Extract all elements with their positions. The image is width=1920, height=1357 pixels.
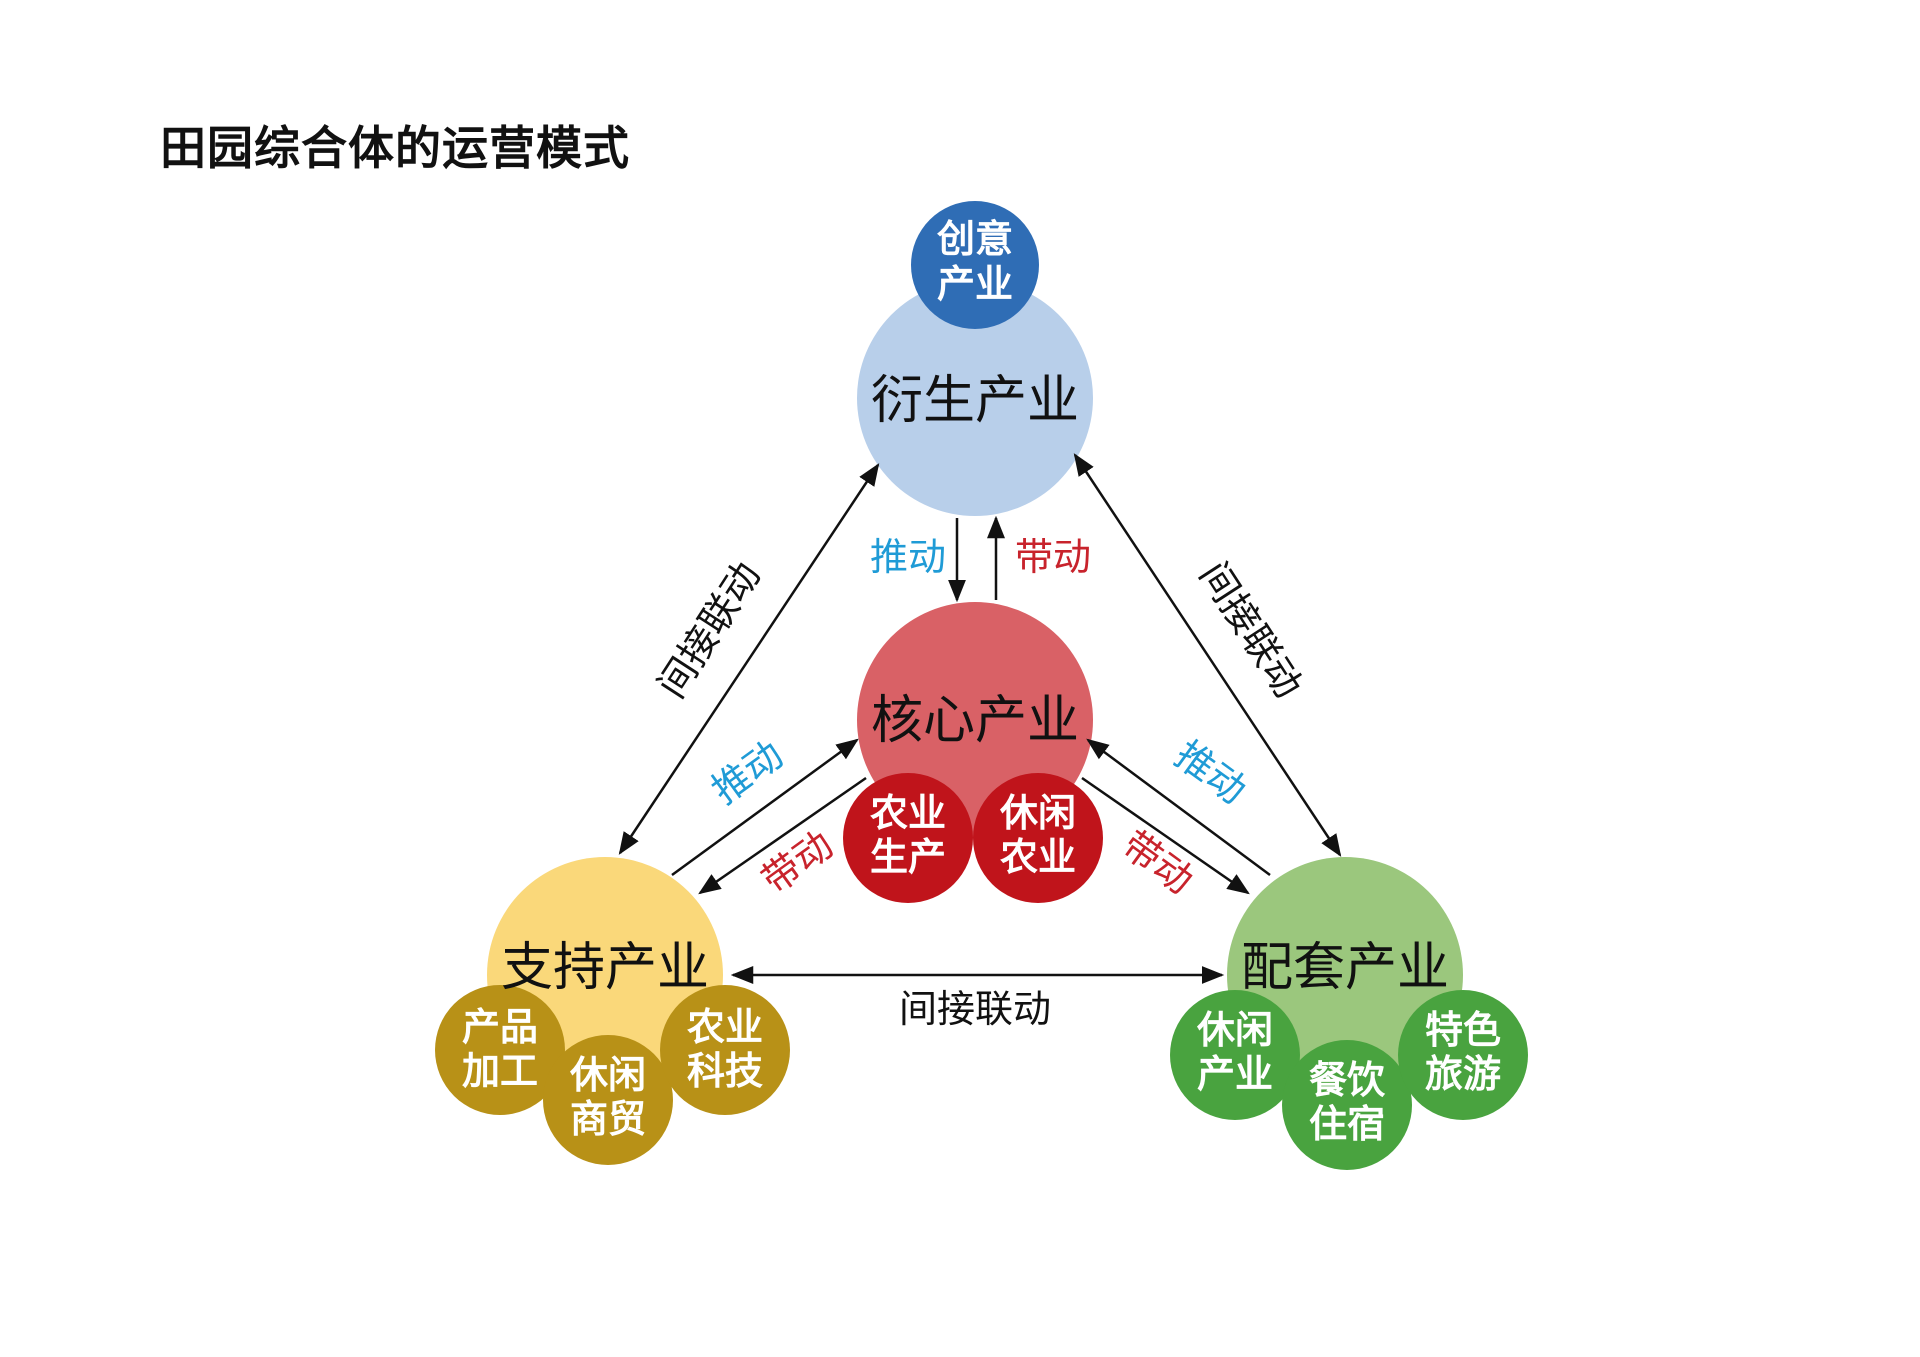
derivative-sub-creative-circle: [911, 201, 1039, 329]
page-title: 田园综合体的运营模式: [160, 121, 630, 175]
processing-line2: 加工: [462, 1049, 538, 1093]
supporting-sub-catering-circle: [1282, 1040, 1412, 1170]
agri-production-line1: 农业: [870, 791, 946, 835]
supporting-industry-label: 配套产业: [1241, 938, 1449, 998]
drive-label-derivative: 带动: [1015, 535, 1091, 579]
push-label-derivative: 推动: [870, 535, 946, 579]
commerce-line2: 商贸: [570, 1097, 646, 1141]
tech-line2: 科技: [687, 1049, 763, 1093]
supporting-leisure-line1: 休闲: [1196, 1008, 1273, 1052]
supporting-sub-tourism-circle: [1398, 990, 1528, 1120]
drive-label-supporting: 带动: [1114, 822, 1201, 902]
tech-line1: 农业: [687, 1005, 763, 1049]
indirect-label-left: 间接联动: [649, 554, 769, 705]
commerce-line1: 休闲: [569, 1053, 646, 1097]
support-industry-label: 支持产业: [501, 938, 709, 998]
core-industry-label: 核心产业: [871, 691, 1079, 751]
creative-industry-line1: 创意: [937, 217, 1013, 261]
indirect-label-bottom: 间接联动: [899, 987, 1051, 1031]
indirect-arrow-derivative-support: [618, 463, 880, 855]
indirect-label-right: 间接联动: [1191, 554, 1311, 705]
tourism-line1: 特色: [1425, 1008, 1501, 1052]
push-label-support: 推动: [704, 732, 791, 812]
tourism-line2: 旅游: [1425, 1052, 1501, 1096]
leisure-agri-line1: 休闲: [999, 791, 1076, 835]
core-sub-leisure-agri-circle: [973, 773, 1103, 903]
derivative-industry-circle: [857, 280, 1093, 516]
support-sub-tech-circle: [660, 985, 790, 1115]
catering-line2: 住宿: [1309, 1102, 1385, 1146]
processing-line1: 产品: [462, 1005, 538, 1049]
catering-line1: 餐饮: [1309, 1058, 1386, 1102]
drive-label-support: 带动: [754, 822, 841, 902]
push-label-supporting: 推动: [1167, 732, 1254, 812]
support-sub-processing-circle: [435, 985, 565, 1115]
agri-production-line2: 生产: [870, 835, 946, 879]
support-sub-commerce-circle: [543, 1035, 673, 1165]
supporting-sub-leisure-circle: [1170, 990, 1300, 1120]
indirect-arrow-derivative-supporting: [1073, 453, 1342, 857]
supporting-leisure-line2: 产业: [1197, 1052, 1273, 1096]
derivative-industry-label: 衍生产业: [871, 371, 1079, 431]
creative-industry-line2: 产业: [937, 262, 1013, 306]
leisure-agri-line2: 农业: [1000, 835, 1076, 879]
